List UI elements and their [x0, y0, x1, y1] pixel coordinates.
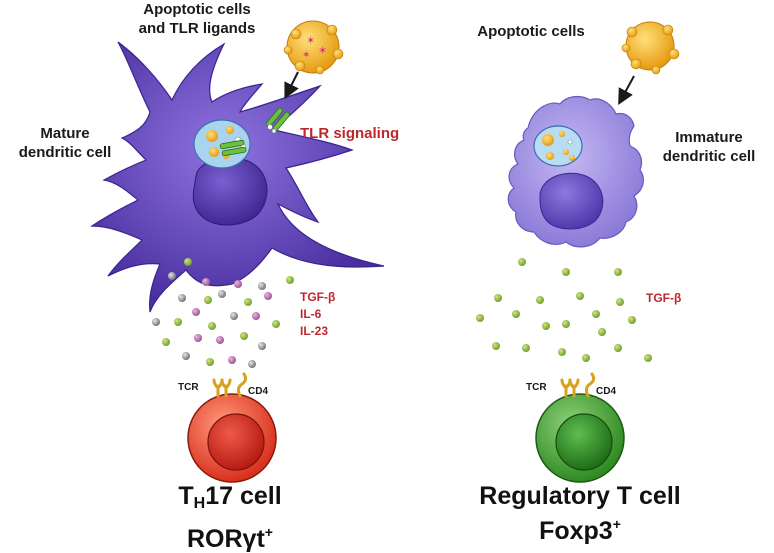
treg-name-line: Regulatory T cell — [479, 482, 681, 510]
th17-suffix: 17 cell — [205, 482, 282, 510]
mature-dc-line1: Mature — [40, 125, 90, 142]
rorgt-label: RORγt — [187, 525, 265, 553]
right-stimulus-label: Apoptotic cells — [477, 23, 585, 40]
regulatory-t-cell — [535, 393, 625, 483]
th17-prefix: T — [178, 482, 194, 510]
treg-tcr-cd4-receptors — [560, 372, 596, 398]
rorgt-sup: + — [264, 524, 273, 540]
apoptotic-body-with-tlr-ligands: ✶ ✶ ✶ — [283, 20, 344, 75]
treg-cell-name: Regulatory T cell Foxp3+ — [440, 482, 720, 545]
immature-dc-phagosome — [533, 125, 583, 167]
immature-dc-line1: Immature — [675, 129, 743, 146]
th17-tcr-cd4-receptors — [212, 372, 248, 398]
left-stimulus-line1: Apoptotic cells — [143, 1, 251, 18]
right-tcr-label: TCR — [526, 382, 547, 393]
foxp3-label: Foxp3 — [539, 517, 613, 545]
foxp3-sup: + — [612, 516, 621, 532]
il23-label: IL-23 — [300, 324, 329, 338]
tlr-signaling-label: TLR signaling — [300, 125, 400, 142]
immature-dc-nucleus — [539, 172, 604, 230]
th17-subscript: H — [193, 495, 206, 512]
endosomal-tlr-icon — [219, 139, 247, 157]
immature-dc-line2: dendritic cell — [662, 148, 756, 165]
th17-marker-line: RORγt+ — [120, 518, 340, 553]
th17-cell-name: TH17 cell RORγt+ — [120, 482, 340, 553]
left-tcr-label: TCR — [178, 382, 199, 393]
mature-dc-line2: dendritic cell — [18, 144, 112, 161]
mature-dc-nucleus — [192, 157, 268, 226]
treg-marker-line: Foxp3+ — [440, 510, 720, 545]
right-cd4-label: CD4 — [596, 386, 617, 397]
th17-cell — [187, 393, 277, 483]
svg-text:✶: ✶ — [302, 50, 310, 61]
left-uptake-arrow — [284, 71, 299, 100]
left-stimulus-label: Apoptotic cells and TLR ligands — [112, 0, 282, 38]
left-cytokine-cloud — [152, 258, 294, 368]
right-cytokine-cloud — [476, 258, 652, 362]
il6-label: IL-6 — [300, 307, 322, 321]
apoptotic-body — [621, 21, 680, 75]
left-stimulus-line2: and TLR ligands — [138, 20, 256, 37]
th17-name-line: TH17 cell — [120, 482, 340, 518]
tgf-beta-label: TGF-β — [300, 290, 336, 304]
ingested-apoptotic-bodies-immature — [542, 131, 575, 161]
svg-text:✶: ✶ — [318, 45, 327, 57]
left-cytokine-labels: TGF-β IL-6 IL-23 — [300, 289, 335, 340]
svg-text:✶: ✶ — [306, 35, 315, 47]
right-tgf-beta-label: TGF-β — [646, 291, 682, 305]
mature-dc-label: Mature dendritic cell — [0, 124, 130, 162]
left-cd4-label: CD4 — [248, 386, 269, 397]
right-uptake-arrow — [618, 75, 635, 106]
right-cytokine-labels: TGF-β — [646, 290, 681, 307]
immature-dc-label: Immature dendritic cell — [644, 128, 774, 166]
surface-tlr-icon — [265, 107, 290, 134]
